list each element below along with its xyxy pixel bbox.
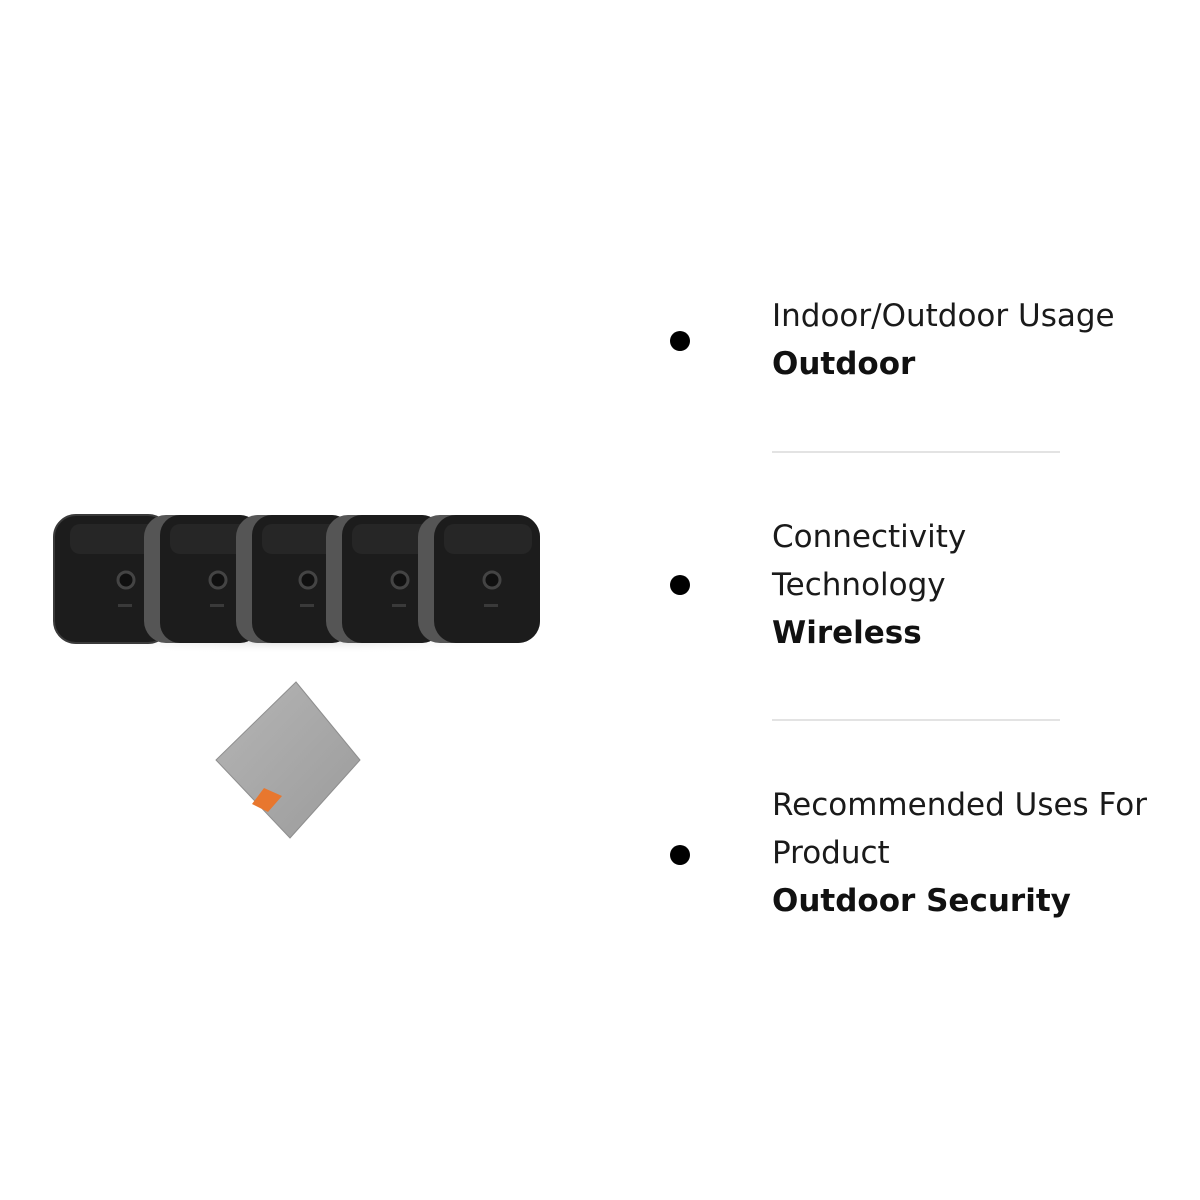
spec-value: Wireless bbox=[772, 615, 922, 651]
bullet-icon bbox=[670, 845, 690, 865]
camera-1 bbox=[53, 514, 171, 644]
camera-4 bbox=[326, 515, 442, 643]
spec-text: Connectivity Technology Wireless bbox=[772, 513, 1192, 657]
product-image bbox=[35, 514, 555, 839]
camera-5 bbox=[418, 515, 540, 643]
spec-label: Technology bbox=[772, 567, 946, 603]
spec-label: Indoor/Outdoor Usage bbox=[772, 298, 1115, 334]
spec-label: Connectivity bbox=[772, 519, 967, 555]
camera-2 bbox=[144, 515, 260, 643]
spec-value: Outdoor Security bbox=[772, 883, 1071, 919]
cloth-tag bbox=[252, 788, 282, 812]
spec-text: Recommended Uses For Product Outdoor Sec… bbox=[772, 781, 1192, 925]
divider bbox=[772, 451, 1060, 453]
bullet-icon bbox=[670, 575, 690, 595]
spec-value: Outdoor bbox=[772, 346, 916, 382]
spec-text: Indoor/Outdoor Usage Outdoor bbox=[772, 292, 1192, 388]
spec-label: Product bbox=[772, 835, 890, 871]
spec-label: Recommended Uses For bbox=[772, 787, 1147, 823]
divider bbox=[772, 719, 1060, 721]
bullet-icon bbox=[670, 331, 690, 351]
cleaning-cloth bbox=[215, 681, 361, 839]
